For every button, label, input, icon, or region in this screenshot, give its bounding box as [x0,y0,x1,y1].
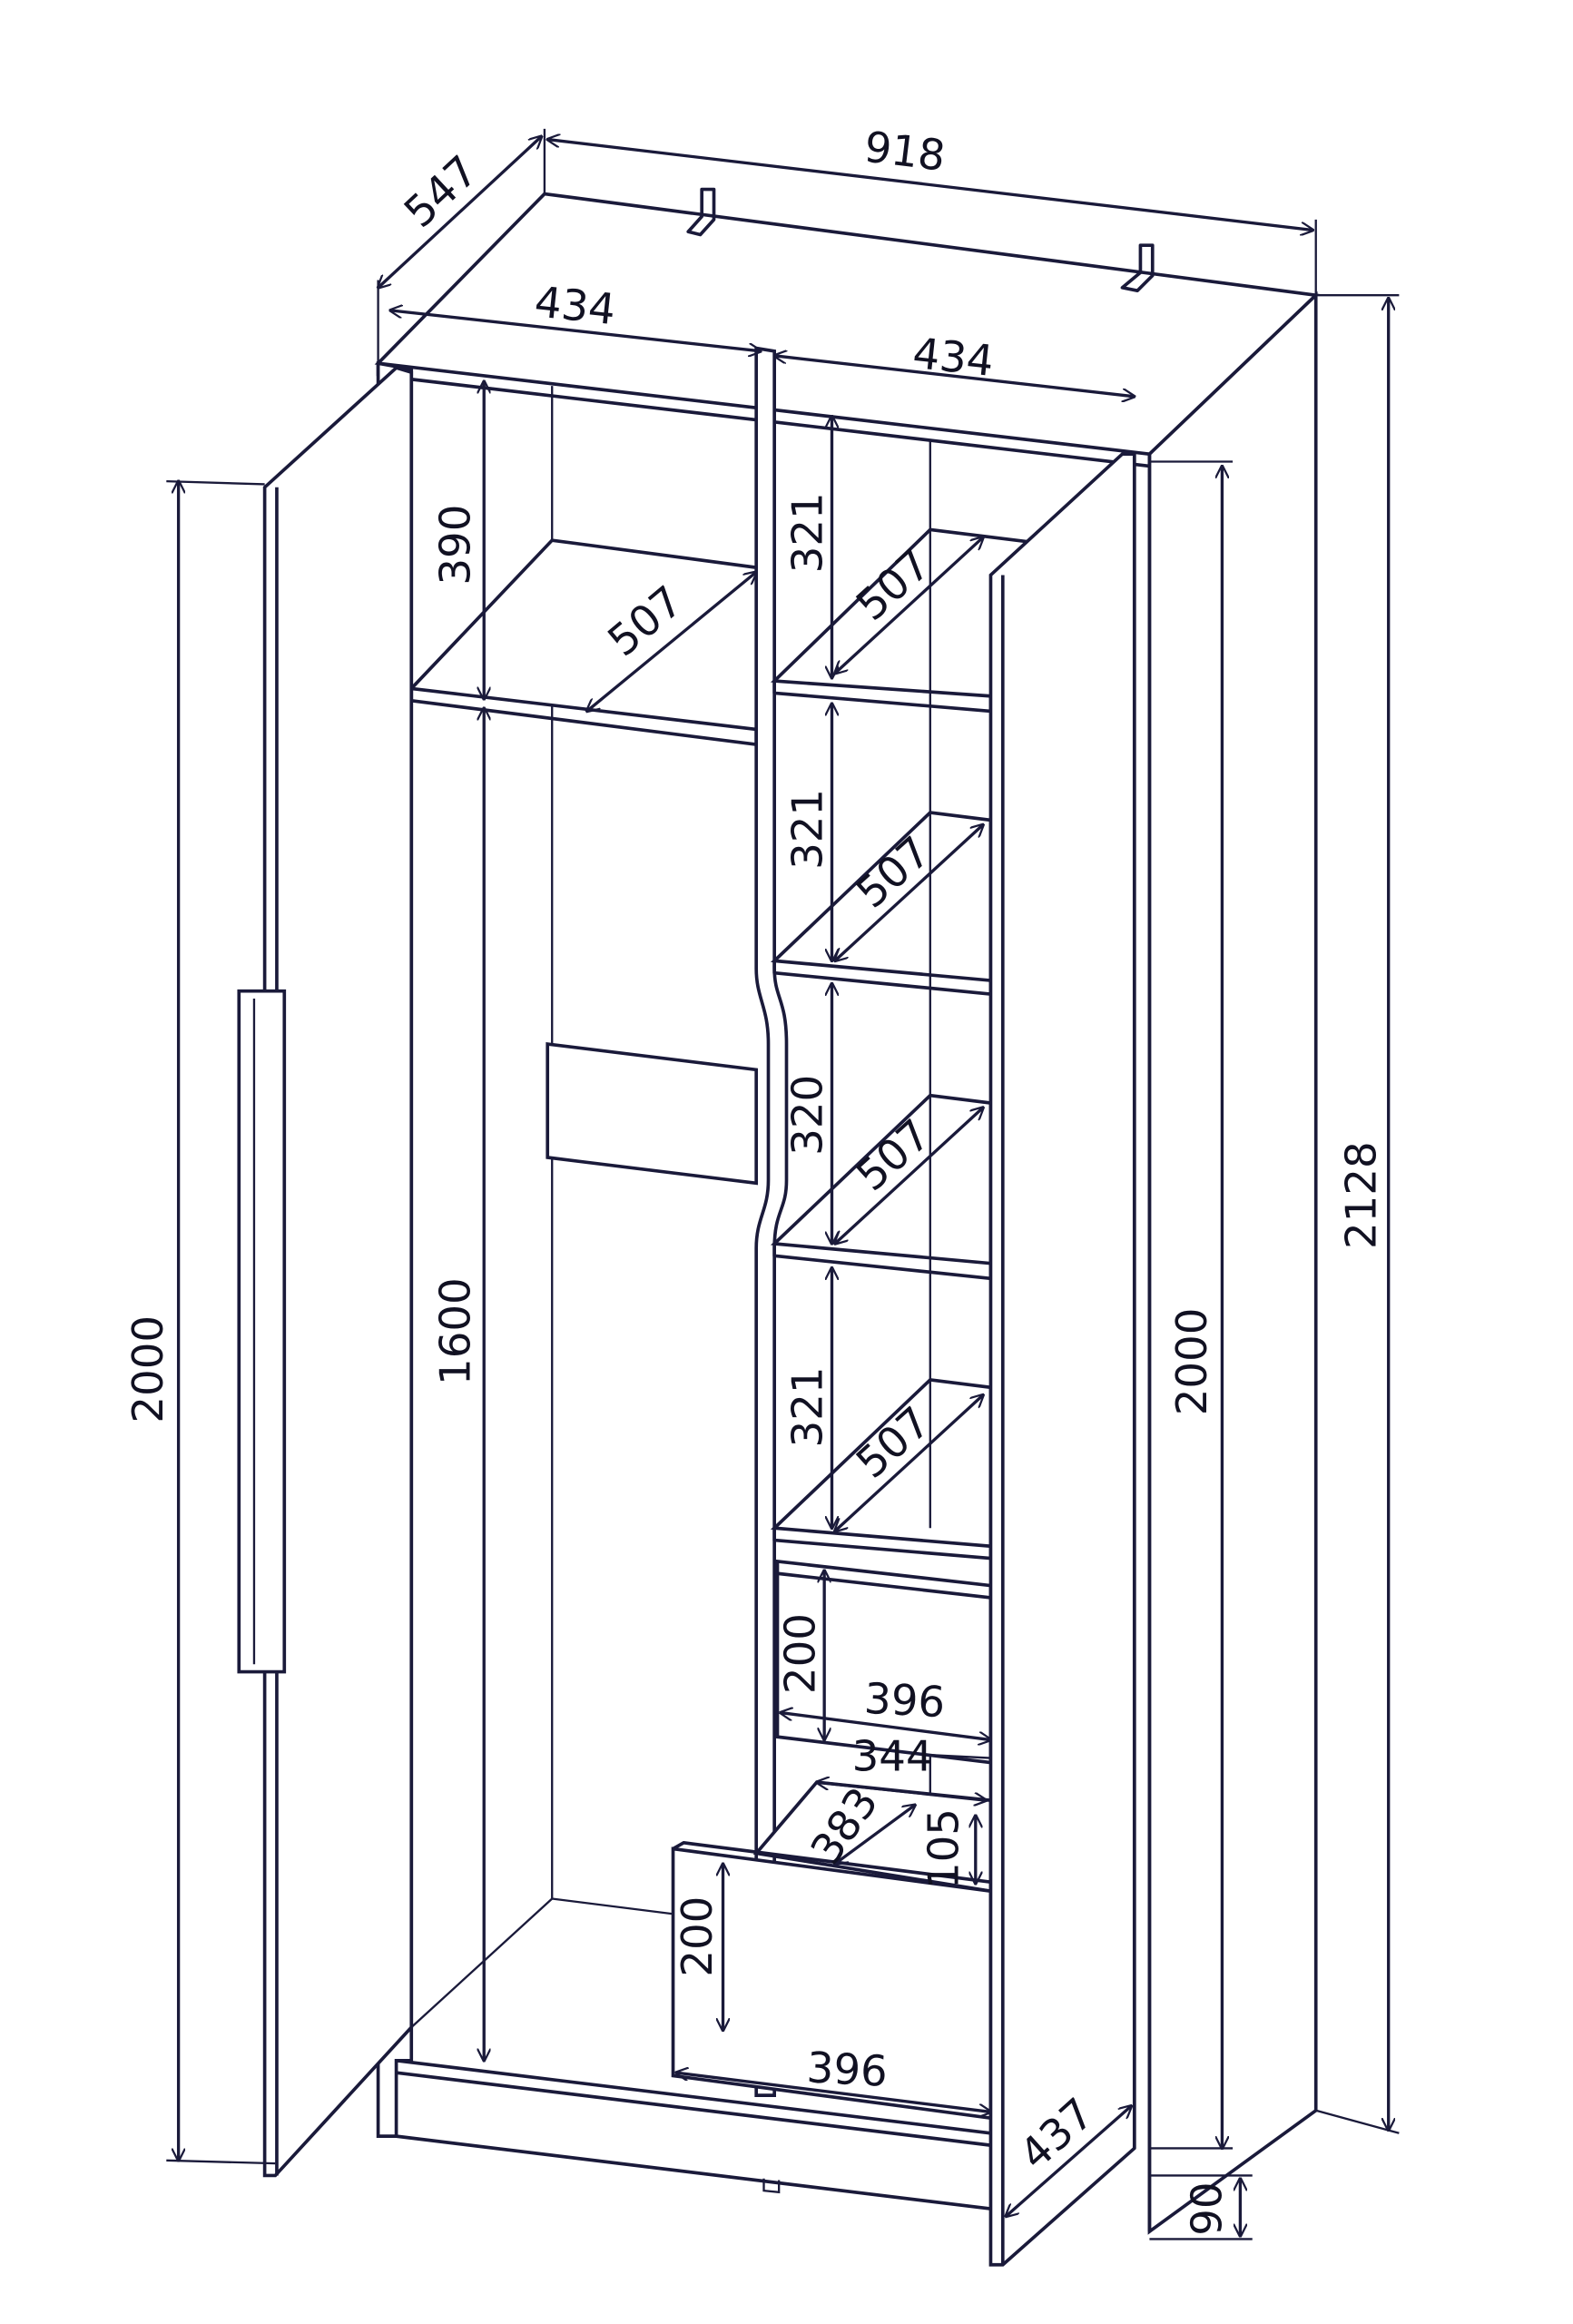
left-door [262,366,414,2178]
dim-drawer-inner-height: 105 [920,1808,969,1889]
hanging-rail-support [546,1041,759,1186]
dim-plinth-height: 90 [1184,2181,1233,2235]
dim-lower-drawer-width: 396 [805,2043,889,2097]
dim-drawer-inner-width: 344 [852,1733,933,1782]
dimension-lines [179,136,1389,2236]
hanger-bracket-right [1120,243,1155,293]
dim-overall-width: 918 [861,123,948,182]
right-door [988,452,1136,2267]
right-side-panel [1147,290,1318,2235]
dim-upper-drawer-width: 396 [863,1675,947,1728]
dim-right-c2-height: 321 [784,789,833,870]
dim-left-width: 434 [532,278,617,335]
dim-hanging-height: 1600 [431,1277,480,1385]
carcass [374,187,1320,2235]
dim-upper-drawer-height: 200 [776,1613,825,1694]
dim-overall-height: 2128 [1338,1141,1387,1249]
dim-overall-depth: 547 [396,147,488,238]
dim-right-c4-height: 321 [784,1366,833,1447]
dim-right-c3-height: 320 [784,1075,833,1156]
dim-lower-drawer-height: 200 [673,1896,723,1977]
left-door-handle [237,989,287,1674]
dim-left-door-height: 2000 [124,1315,173,1423]
dim-right-width: 434 [910,330,996,387]
dim-carcass-door-height: 2000 [1168,1308,1217,1416]
dim-right-c1-height: 321 [784,492,833,573]
dim-left-top-height: 390 [431,505,480,586]
